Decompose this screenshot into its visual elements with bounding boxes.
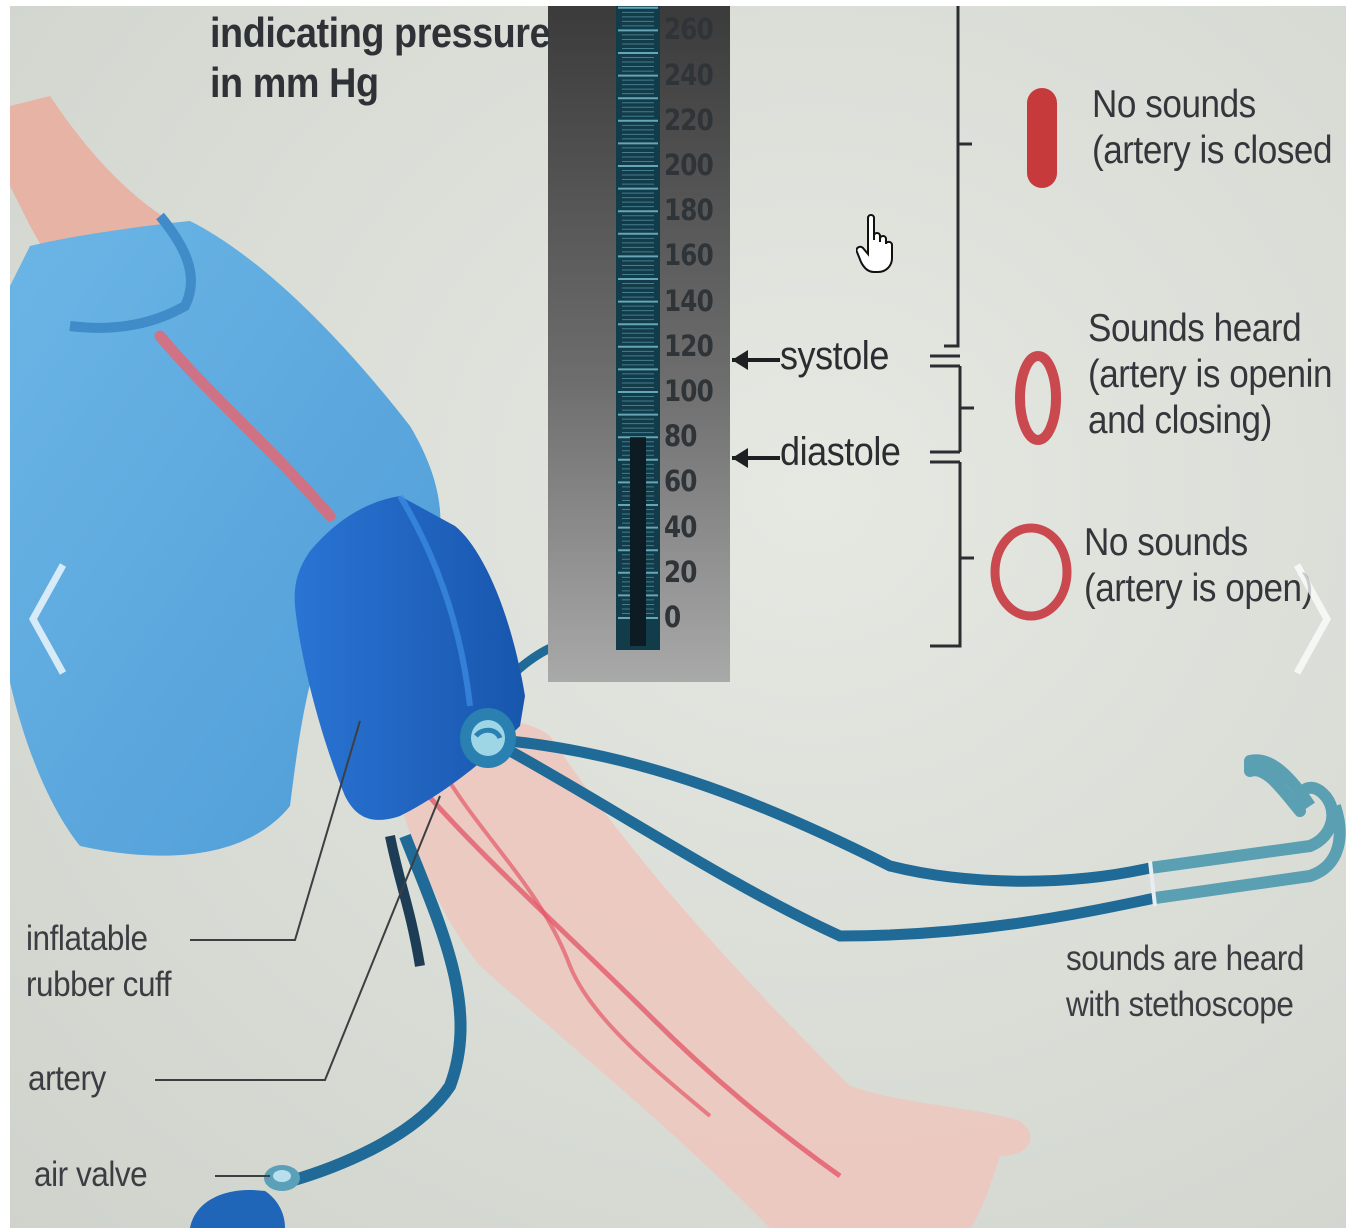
scale-tick-label: 60 <box>664 464 715 498</box>
cuff-label: inflatable rubber cuff <box>26 916 171 1008</box>
scale-tick-label: 120 <box>664 329 715 363</box>
mercury-column <box>630 437 646 646</box>
state-open: No sounds (artery is open) <box>1084 520 1313 612</box>
systole-label: systole <box>780 334 889 379</box>
scale-title-line2: in mm Hg <box>210 58 550 108</box>
forearm <box>390 722 1030 1228</box>
stethoscope-yoke <box>1150 760 1340 898</box>
stethoscope-chestpiece <box>460 708 516 768</box>
scale-tick-label: 200 <box>664 148 715 182</box>
cuff-label-line1: inflatable <box>26 916 171 962</box>
scale-tick-label: 100 <box>664 374 715 408</box>
scale-tick-label: 80 <box>664 419 715 453</box>
scale-tick-label: 260 <box>664 12 715 46</box>
state-closed: No sounds (artery is closed <box>1092 82 1332 174</box>
hand-pointer-icon <box>856 214 896 276</box>
scale-tick-label: 240 <box>664 58 715 92</box>
artery-label: artery <box>28 1056 106 1102</box>
scale-tick-label: 40 <box>664 510 715 544</box>
scale-title-line1: indicating pressure <box>210 8 550 58</box>
state-open-line1: No sounds <box>1084 520 1313 566</box>
image-viewer: indicating pressure in mm Hg 260 240 220 20… <box>10 6 1346 1228</box>
scale-tick-label: 140 <box>664 284 715 318</box>
stethoscope-label-line2: with stethoscope <box>1066 982 1304 1028</box>
scale-tick-label: 220 <box>664 103 715 137</box>
artery-open-icon <box>995 528 1067 616</box>
state-closed-line1: No sounds <box>1092 82 1332 128</box>
pressure-brackets <box>930 6 974 646</box>
scale-title: indicating pressure in mm Hg <box>210 8 550 108</box>
valve-label: air valve <box>34 1152 147 1198</box>
scale-tick-label: 0 <box>664 600 715 634</box>
scale-tick-label: 180 <box>664 193 715 227</box>
cuff-label-line2: rubber cuff <box>26 962 171 1008</box>
artery-opening-icon <box>1020 356 1056 440</box>
state-open-line2: (artery is open) <box>1084 566 1313 612</box>
chevron-right-icon <box>1289 559 1335 679</box>
diastole-arrow <box>732 448 780 468</box>
stethoscope-label: sounds are heard with stethoscope <box>1066 936 1304 1028</box>
inflation-bulb <box>190 1190 285 1228</box>
systole-arrow <box>732 350 780 370</box>
stethoscope-label-line1: sounds are heard <box>1066 936 1304 982</box>
next-image-button[interactable] <box>1282 554 1342 684</box>
air-valve <box>264 1165 300 1191</box>
diastole-label: diastole <box>780 430 900 475</box>
scale-tick-label: 160 <box>664 238 715 272</box>
artery-closed-icon <box>1027 88 1057 188</box>
state-opening-line3: and closing) <box>1088 398 1332 444</box>
previous-image-button[interactable] <box>18 554 78 684</box>
state-closed-line2: (artery is closed <box>1092 128 1332 174</box>
scale-tick-label: 20 <box>664 555 715 589</box>
state-opening-line2: (artery is openin <box>1088 352 1332 398</box>
state-opening: Sounds heard (artery is openin and closi… <box>1088 306 1332 444</box>
chevron-left-icon <box>25 559 71 679</box>
state-opening-line1: Sounds heard <box>1088 306 1332 352</box>
